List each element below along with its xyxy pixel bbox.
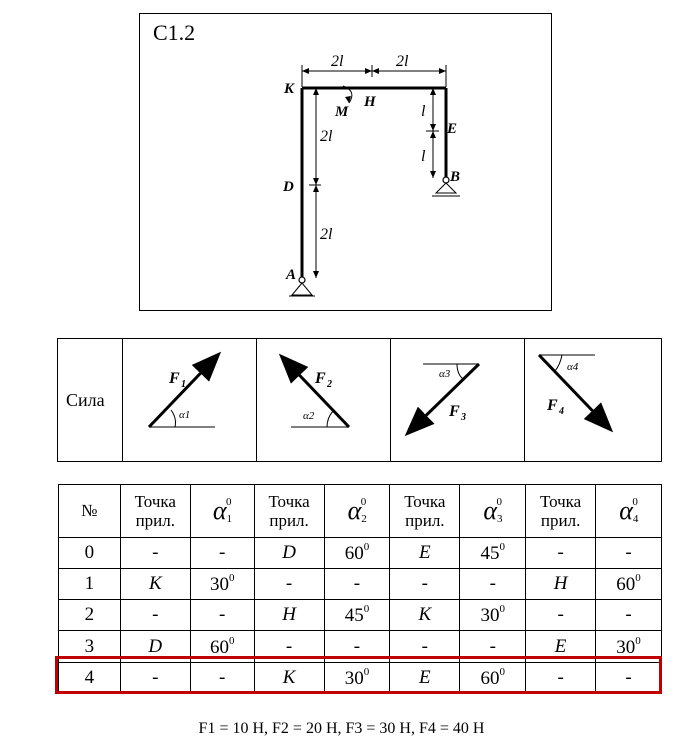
angle-cell: 450 bbox=[323, 599, 391, 632]
force-values-footer: F1 = 10 H, F2 = 20 H, F3 = 30 H, F4 = 40… bbox=[198, 720, 485, 737]
dim-kd: 2l bbox=[320, 128, 333, 145]
point-cell: H bbox=[525, 567, 597, 601]
dim-top-right: 2l bbox=[396, 53, 409, 70]
angle-cell: 300 bbox=[323, 661, 391, 695]
point-cell: - bbox=[119, 661, 191, 695]
point-cell: E bbox=[389, 536, 461, 569]
header-alpha-4: α40 bbox=[595, 484, 662, 538]
forces-table bbox=[57, 338, 662, 462]
header-alpha-1: α10 bbox=[189, 484, 255, 538]
point-cell: K bbox=[119, 567, 191, 601]
force-1-arrow bbox=[147, 351, 222, 429]
dim-he: l bbox=[421, 103, 426, 120]
header-num: № bbox=[58, 484, 121, 538]
row-number: 0 bbox=[58, 536, 121, 569]
angle-cell: - bbox=[323, 567, 391, 601]
force-2-arrow bbox=[278, 353, 351, 429]
label-B: B bbox=[449, 169, 460, 185]
force-4-index: 4 bbox=[558, 406, 564, 417]
force-row-label: Сила bbox=[66, 390, 105, 410]
label-E: E bbox=[446, 121, 457, 137]
force-3-angle: α3 bbox=[439, 368, 451, 380]
force-2-index: 2 bbox=[326, 379, 332, 390]
angle-cell: 450 bbox=[459, 536, 527, 569]
header-alpha-3: α30 bbox=[459, 484, 527, 538]
angle-cell: - bbox=[595, 599, 662, 632]
angle-cell: 300 bbox=[189, 567, 255, 601]
point-cell: - bbox=[119, 536, 191, 569]
label-M: M bbox=[334, 104, 349, 120]
row-number: 2 bbox=[58, 599, 121, 632]
scheme-title: C1.2 bbox=[153, 20, 196, 45]
angle-cell: - bbox=[189, 599, 255, 632]
angle-cell: - bbox=[189, 536, 255, 569]
angle-cell: - bbox=[595, 661, 662, 695]
angle-cell: - bbox=[459, 567, 527, 601]
angle-cell: 300 bbox=[459, 599, 527, 632]
force-4-angle: α4 bbox=[567, 361, 579, 373]
scheme-frame bbox=[139, 13, 552, 311]
point-cell: - bbox=[253, 567, 325, 601]
force-3-index: 3 bbox=[460, 412, 466, 423]
angle-cell: - bbox=[189, 661, 255, 695]
angle-cell: 600 bbox=[323, 536, 391, 569]
dim-da: 2l bbox=[320, 226, 333, 243]
label-D: D bbox=[282, 179, 294, 195]
dim-top-left: 2l bbox=[331, 53, 344, 70]
force-3-name: F bbox=[448, 403, 460, 420]
row-number: 1 bbox=[58, 567, 121, 601]
force-2-angle: α2 bbox=[303, 410, 315, 422]
force-4-name: F bbox=[546, 397, 558, 414]
angle-cell: - bbox=[595, 536, 662, 569]
row-number: 4 bbox=[58, 661, 121, 695]
label-H: H bbox=[363, 94, 377, 110]
point-cell: H bbox=[253, 599, 325, 632]
point-cell: E bbox=[389, 661, 461, 695]
force-1-angle: α1 bbox=[179, 409, 190, 421]
frame-diagram: K H M E B D A 2l 2l 2l 2l l l bbox=[282, 53, 460, 297]
force-3-arrow bbox=[404, 362, 481, 437]
forces-sketches: F 1 F 2 F 3 F 4 α1 α2 α3 α4 bbox=[147, 351, 614, 437]
highlighted-row-outline bbox=[55, 656, 662, 694]
force-2-name: F bbox=[314, 370, 326, 387]
label-K: K bbox=[283, 81, 295, 97]
force-1-index: 1 bbox=[181, 379, 186, 390]
point-cell: - bbox=[389, 567, 461, 601]
header-alpha-2: α20 bbox=[323, 484, 391, 538]
point-cell: - bbox=[119, 599, 191, 632]
point-cell: - bbox=[525, 599, 597, 632]
force-1-name: F bbox=[168, 370, 180, 387]
point-cell: K bbox=[389, 599, 461, 632]
force-4-arrow bbox=[537, 353, 614, 433]
point-cell: - bbox=[525, 536, 597, 569]
dim-eb: l bbox=[421, 148, 426, 165]
label-A: A bbox=[285, 267, 296, 283]
angle-cell: 600 bbox=[595, 567, 662, 601]
point-cell: D bbox=[253, 536, 325, 569]
